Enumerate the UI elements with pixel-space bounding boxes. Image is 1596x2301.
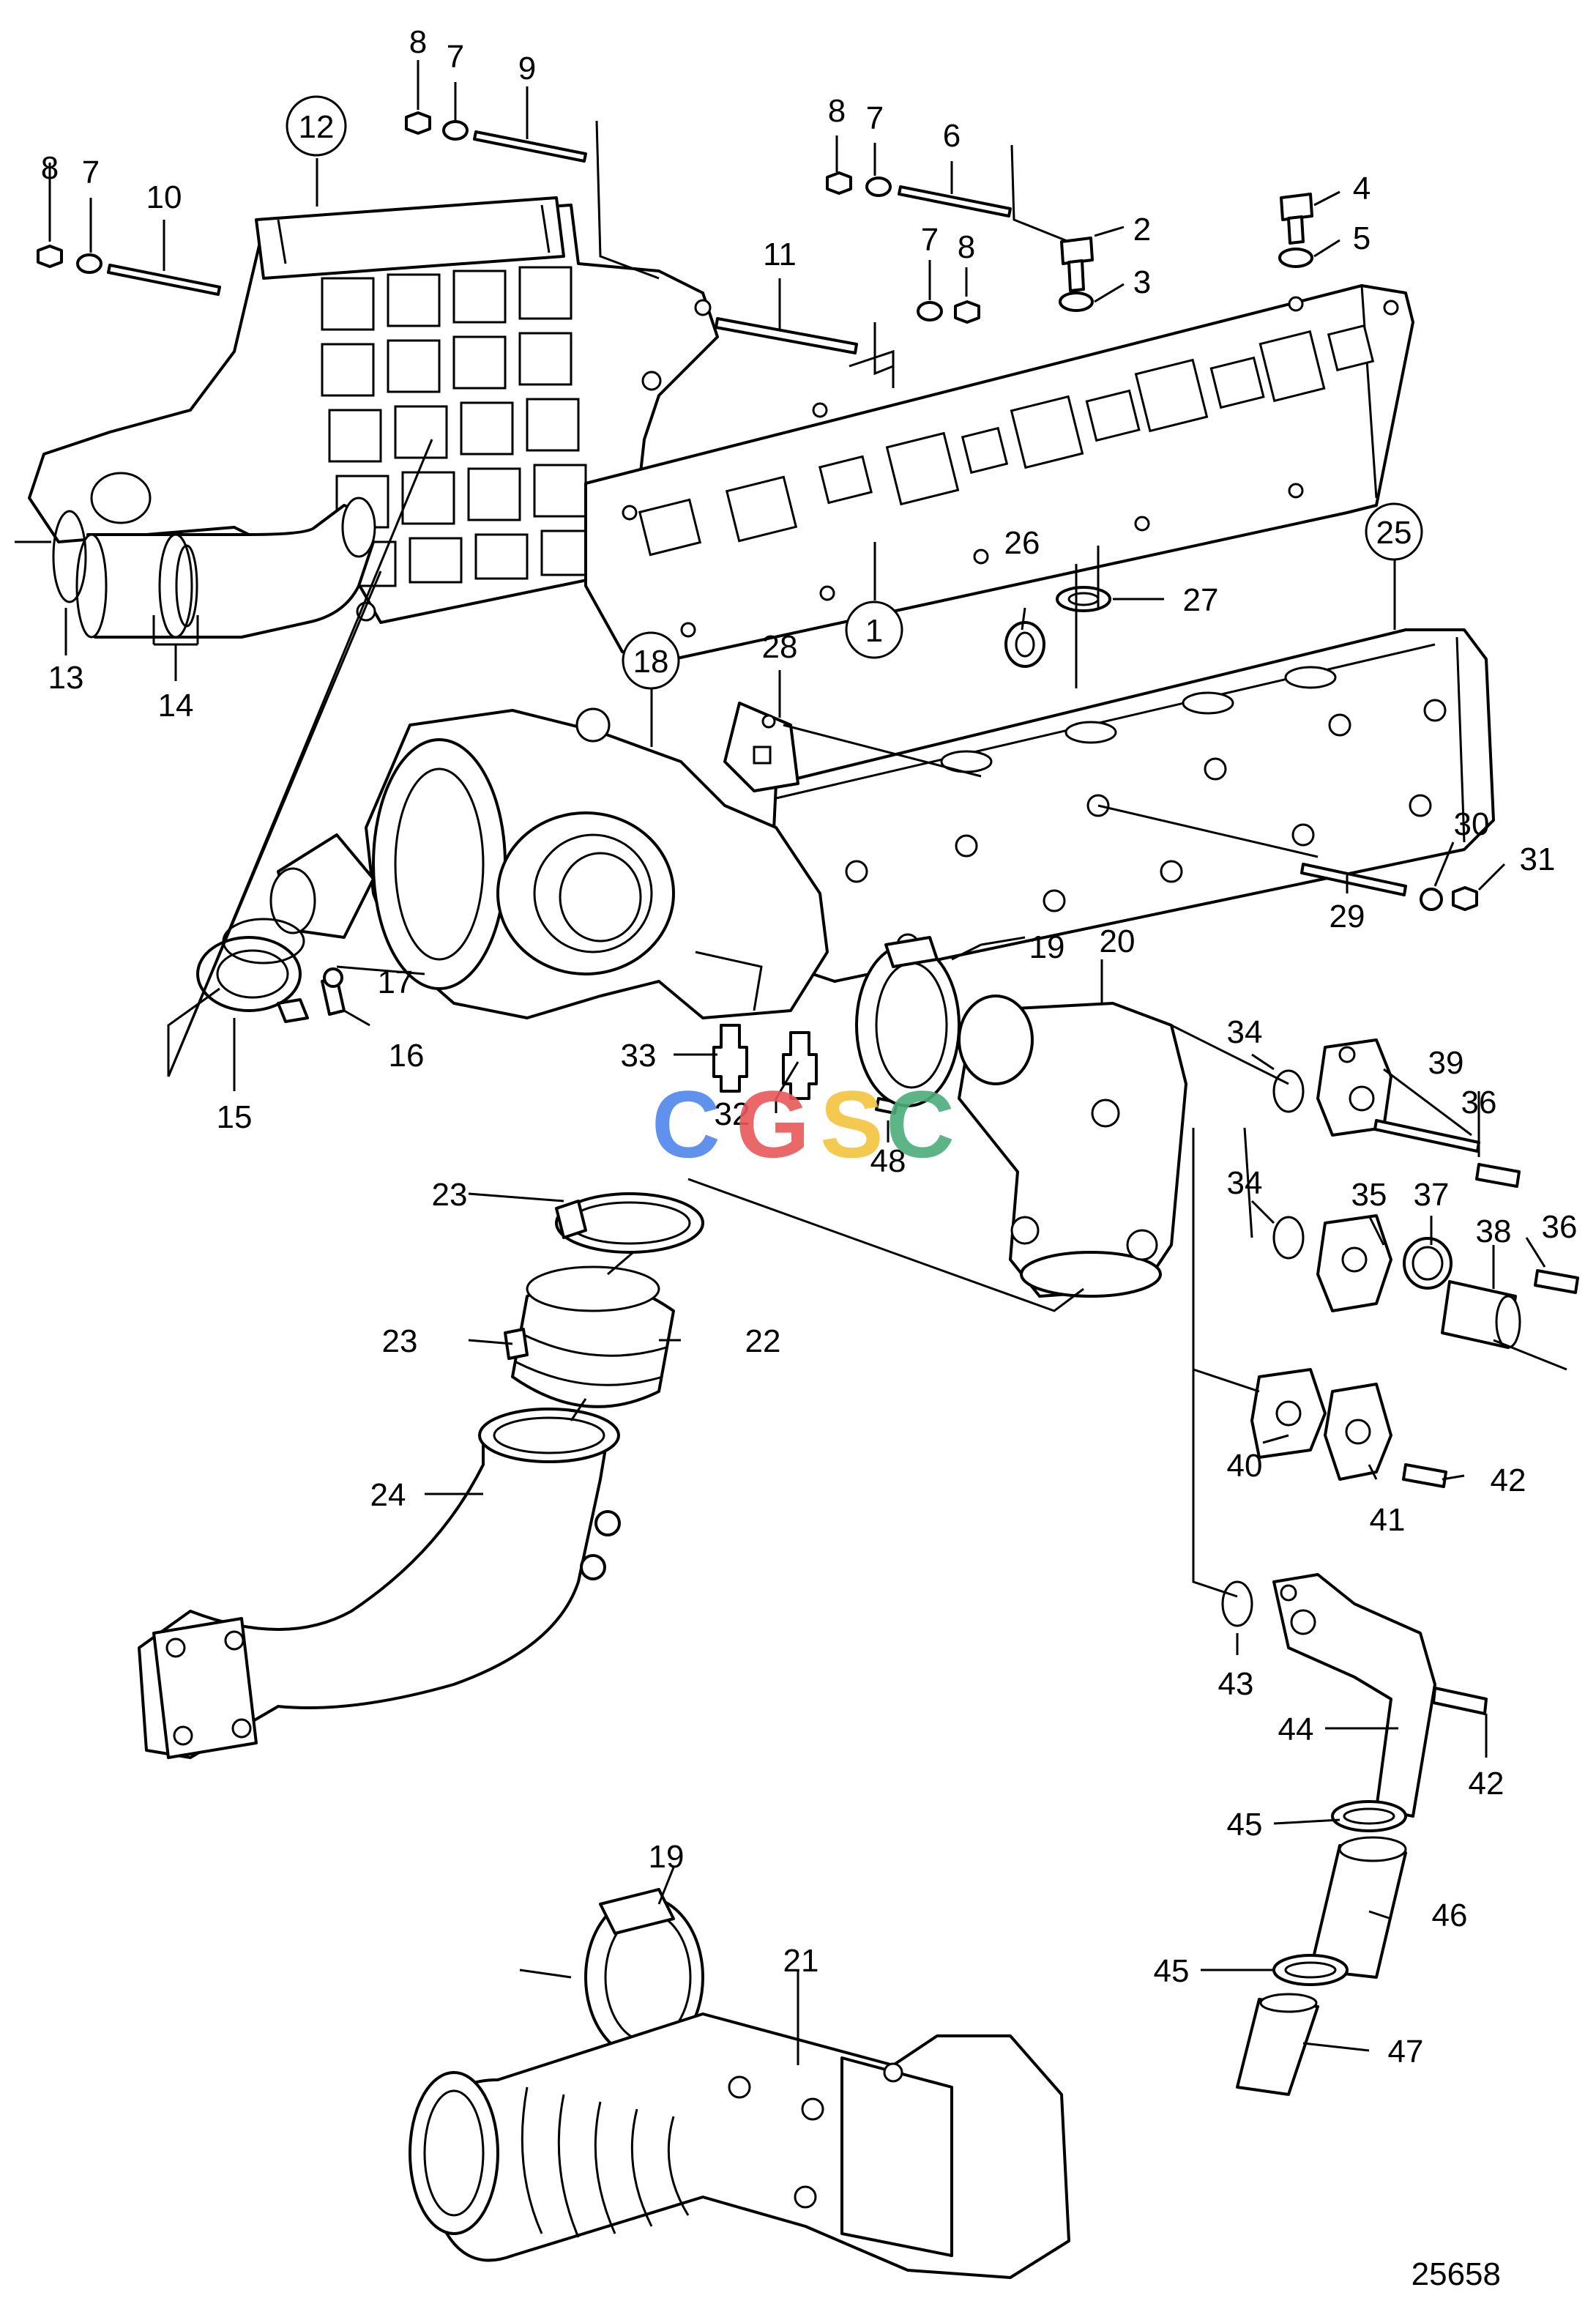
- callout-24: 24: [370, 1477, 406, 1513]
- part-1-intake-manifold: [584, 284, 1414, 661]
- callout-13: 13: [48, 660, 84, 696]
- callout-28: 28: [762, 629, 798, 665]
- callout-25: 25: [1376, 515, 1412, 551]
- callout-31: 31: [1520, 841, 1556, 877]
- part-12-charge-air-cooler: [28, 196, 719, 624]
- callout-14: 14: [158, 688, 194, 724]
- callout-19b: 19: [649, 1839, 685, 1875]
- callout-labels: 1 2 3 4 5 6 7 7 7 7 8 8 8 8 9 10 11 12 1…: [41, 24, 1578, 2070]
- part-13-o-ring: [52, 510, 87, 603]
- part-20-exhaust-elbow: [958, 995, 1187, 1298]
- callout-23b: 23: [382, 1323, 418, 1359]
- callout-5: 5: [1353, 220, 1371, 256]
- callout-23a: 23: [432, 1177, 468, 1213]
- callout-10: 10: [146, 179, 182, 215]
- part-45-46-47-hose-assembly: [1236, 1800, 1407, 2096]
- callout-21: 21: [783, 1943, 819, 1979]
- callout-40: 40: [1227, 1448, 1263, 1484]
- callout-8a: 8: [41, 150, 59, 186]
- callout-37: 37: [1414, 1177, 1450, 1213]
- part-43-44-bend-pipe: [1221, 1573, 1488, 1818]
- callout-8b: 8: [409, 24, 427, 60]
- part-34-39-flange-connection: [1272, 1038, 1579, 1349]
- callout-47: 47: [1388, 2034, 1424, 2070]
- callout-41: 41: [1370, 1502, 1406, 1538]
- logo-letter-s: S: [820, 1071, 884, 1178]
- callout-32: 32: [715, 1096, 750, 1132]
- part-19-v-clamp: [855, 936, 961, 1107]
- callout-26: 26: [1004, 525, 1040, 561]
- part-18-turbocharger: [269, 707, 829, 1019]
- callout-18: 18: [633, 644, 669, 680]
- callout-34b: 34: [1227, 1165, 1263, 1201]
- part-14-connecting-pipe: [75, 497, 376, 639]
- callout-2: 2: [1133, 212, 1151, 248]
- callout-39: 39: [1428, 1045, 1464, 1081]
- callout-22: 22: [745, 1323, 781, 1359]
- callout-43: 43: [1218, 1666, 1254, 1702]
- callout-8c: 8: [828, 93, 846, 129]
- callout-12: 12: [299, 109, 335, 145]
- callout-35: 35: [1351, 1177, 1387, 1213]
- part-29-30-31-stud-washer-nut: [1300, 863, 1478, 911]
- hardware-nuts-washers-studs: [37, 111, 1313, 354]
- callout-11: 11: [763, 237, 797, 272]
- part-24-exhaust-pipe: [138, 1408, 621, 1759]
- callout-42b: 42: [1469, 1766, 1504, 1802]
- callout-33: 33: [621, 1038, 657, 1074]
- part-25-exhaust-manifold: [767, 628, 1495, 983]
- callout-27: 27: [1183, 582, 1219, 618]
- logo-letter-c1: C: [652, 1071, 720, 1178]
- callout-36b: 36: [1542, 1209, 1578, 1245]
- callout-34a: 34: [1227, 1014, 1263, 1050]
- part-21-exhaust-pipe-assembly: [409, 1888, 1070, 2279]
- logo-letter-g: G: [736, 1071, 810, 1178]
- part-22-23-clamps-bellows: [504, 1192, 704, 1408]
- callout-38: 38: [1476, 1213, 1512, 1249]
- callout-7d: 7: [921, 222, 939, 258]
- callout-7a: 7: [82, 155, 100, 190]
- figure-number: 25658: [1412, 2256, 1501, 2292]
- callout-16: 16: [389, 1038, 425, 1074]
- callout-42a: 42: [1491, 1462, 1526, 1498]
- leader-lines: [15, 60, 1567, 2065]
- callout-1: 1: [865, 613, 883, 649]
- callout-17: 17: [378, 964, 414, 1000]
- callout-9: 9: [518, 51, 536, 86]
- callout-45a: 45: [1227, 1807, 1263, 1843]
- cgsc-watermark-logo: C G S C: [652, 1071, 955, 1178]
- callout-46: 46: [1432, 1897, 1468, 1933]
- callout-44: 44: [1278, 1711, 1314, 1747]
- callout-8d: 8: [958, 229, 975, 265]
- callout-30: 30: [1454, 806, 1490, 842]
- circled-callouts: [286, 95, 1423, 690]
- callout-3: 3: [1133, 264, 1151, 300]
- part-40-41-gaskets: [1250, 1368, 1447, 1488]
- callout-15: 15: [217, 1099, 253, 1135]
- callout-6: 6: [943, 118, 961, 154]
- callout-7c: 7: [866, 100, 884, 136]
- logo-letter-c2: C: [886, 1071, 955, 1178]
- callout-19a: 19: [1029, 929, 1065, 965]
- callout-7b: 7: [447, 39, 464, 75]
- callout-4: 4: [1353, 171, 1371, 207]
- callout-48: 48: [870, 1143, 906, 1179]
- callout-36a: 36: [1461, 1085, 1497, 1120]
- callout-29: 29: [1330, 899, 1365, 934]
- callout-45b: 45: [1154, 1953, 1190, 1989]
- part-32-33-nipples: [712, 1024, 898, 1115]
- part-28-bracket: [723, 702, 799, 792]
- callout-20: 20: [1100, 923, 1136, 959]
